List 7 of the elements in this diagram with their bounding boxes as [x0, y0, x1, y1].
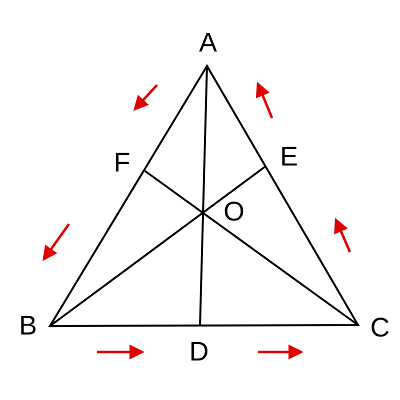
- point-label: O: [224, 198, 244, 226]
- point-label: F: [114, 150, 130, 176]
- point-label: A: [199, 30, 217, 56]
- point-label: E: [280, 144, 298, 170]
- point-label: D: [189, 338, 209, 366]
- point-label: C: [370, 314, 390, 342]
- point-label: B: [19, 312, 37, 340]
